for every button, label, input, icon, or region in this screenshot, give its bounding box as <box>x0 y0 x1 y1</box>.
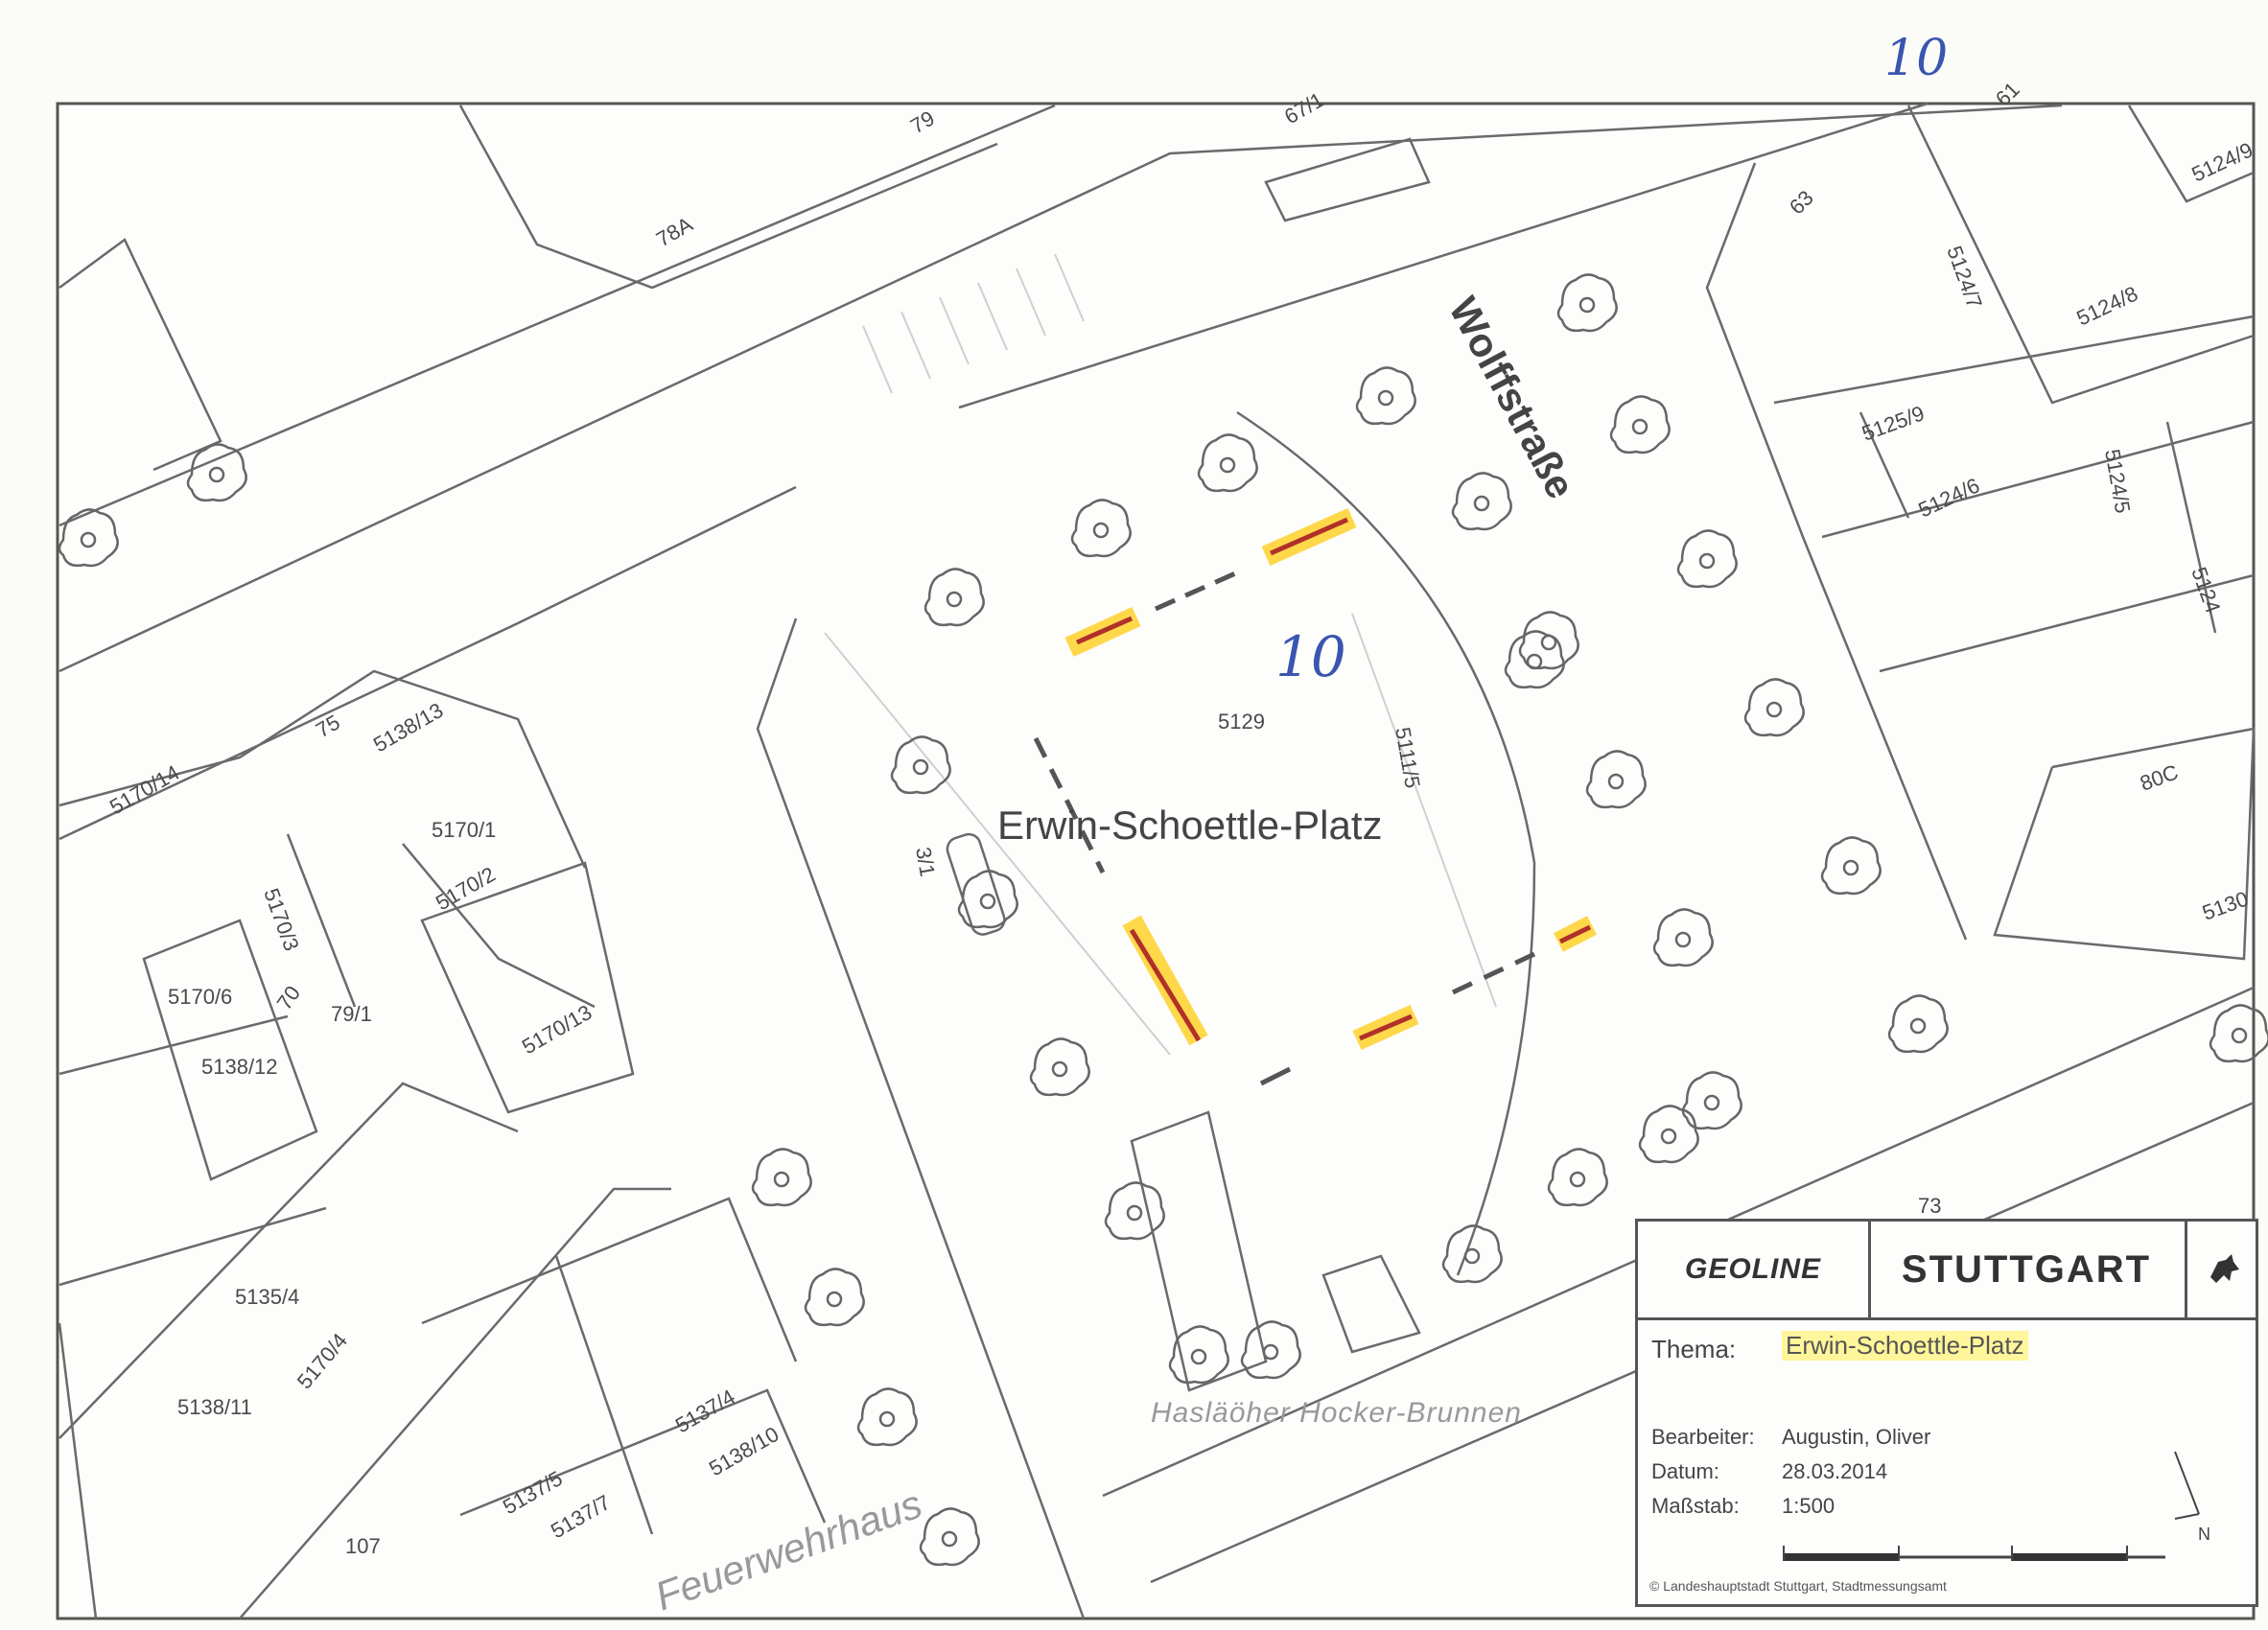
tree-icon <box>1609 395 1671 454</box>
tree-icon <box>1743 678 1805 737</box>
grey-dash <box>1451 951 1536 995</box>
datum-label: Datum: <box>1651 1459 1719 1483</box>
red-dash <box>1558 924 1592 944</box>
tree-icon <box>751 1148 812 1207</box>
tree-symbols <box>58 273 2268 1567</box>
tree-icon <box>58 508 119 568</box>
tree-icon <box>1240 1320 1301 1380</box>
geoline-logo: GEOLINE <box>1638 1222 1871 1317</box>
tree-icon <box>1504 630 1565 689</box>
parcel-number: 107 <box>345 1534 381 1558</box>
tree-icon <box>919 1507 980 1567</box>
tree-icon <box>1441 1224 1503 1284</box>
parcel-number: 5170/6 <box>168 985 232 1009</box>
handwritten-number-top: 10 <box>1884 30 1948 87</box>
tree-icon <box>1547 1148 1608 1207</box>
parcel-number: 79/1 <box>331 1002 372 1026</box>
tree-icon <box>1070 499 1132 558</box>
parcel-number: 73 <box>1918 1194 1941 1218</box>
handwritten-number-center: 10 <box>1275 624 1346 689</box>
copyright-text: © Landeshauptstadt Stuttgart, Stadtmessu… <box>1649 1578 1947 1594</box>
red-dash <box>1359 1013 1413 1041</box>
red-dash <box>1269 517 1349 556</box>
stuttgart-logo: STUTTGART <box>1868 1222 2187 1317</box>
tree-icon <box>1638 1105 1699 1164</box>
boundary-markings <box>1033 507 1598 1086</box>
tree-icon <box>957 870 1018 929</box>
tree-icon <box>1556 273 1618 333</box>
horse-emblem-icon <box>2189 1222 2258 1317</box>
tree-icon <box>1820 836 1882 896</box>
bearbeiter-label: Bearbeiter: <box>1651 1425 1755 1449</box>
datum-value: 28.03.2014 <box>1782 1459 1888 1483</box>
tree-icon <box>1197 433 1258 493</box>
fountain-label: Hasläöher Hocker-Brunnen <box>1151 1397 1522 1429</box>
massstab-label: Maßstab: <box>1651 1494 1740 1518</box>
scale-bar <box>1783 1546 2165 1561</box>
road-hatching <box>824 253 1497 1056</box>
bearbeiter-value: Augustin, Oliver <box>1782 1425 1931 1449</box>
parcel-number: 5138/11 <box>177 1395 252 1419</box>
red-dash <box>1075 616 1134 645</box>
legend-header: GEOLINE STUTTGART <box>1638 1222 2256 1320</box>
grey-dash <box>1259 1066 1292 1086</box>
north-label: N <box>2198 1525 2210 1544</box>
tree-icon <box>1887 994 1949 1054</box>
thema-label: Thema: <box>1651 1335 1737 1363</box>
square-name: Erwin-Schoettle-Platz <box>997 803 1382 848</box>
grey-dash <box>1154 568 1244 612</box>
parcel-lines <box>58 102 2256 1619</box>
thema-value: Erwin-Schoettle-Platz <box>1782 1331 2028 1361</box>
tree-icon <box>1676 529 1738 589</box>
tree-icon <box>1681 1071 1742 1130</box>
tree-icon <box>1168 1325 1229 1385</box>
tree-icon <box>1104 1181 1165 1241</box>
tree-icon <box>856 1387 918 1447</box>
tree-icon <box>1029 1037 1090 1097</box>
tree-icon <box>1652 908 1714 967</box>
tree-icon <box>186 443 247 502</box>
parcel-number: 5135/4 <box>235 1285 299 1309</box>
massstab-value: 1:500 <box>1782 1494 1835 1518</box>
parcel-number: 5129 <box>1218 710 1265 734</box>
tree-icon <box>890 735 951 795</box>
parcel-number: 5138/12 <box>201 1055 278 1079</box>
tree-icon <box>2209 1004 2268 1063</box>
parcel-number: 5170/1 <box>432 818 496 842</box>
tree-icon <box>804 1268 865 1327</box>
tree-icon <box>1355 366 1416 426</box>
tree-icon <box>924 568 985 627</box>
legend-box: GEOLINE STUTTGART Thema: Erwin-Schoettle… <box>1635 1219 2258 1607</box>
grey-dash <box>1033 736 1106 874</box>
tree-icon <box>1451 472 1512 531</box>
north-arrow-icon: N <box>2174 1451 2210 1544</box>
parcel-number: 3/1 <box>911 846 940 878</box>
tree-icon <box>1585 750 1647 809</box>
red-dash <box>1129 928 1202 1042</box>
